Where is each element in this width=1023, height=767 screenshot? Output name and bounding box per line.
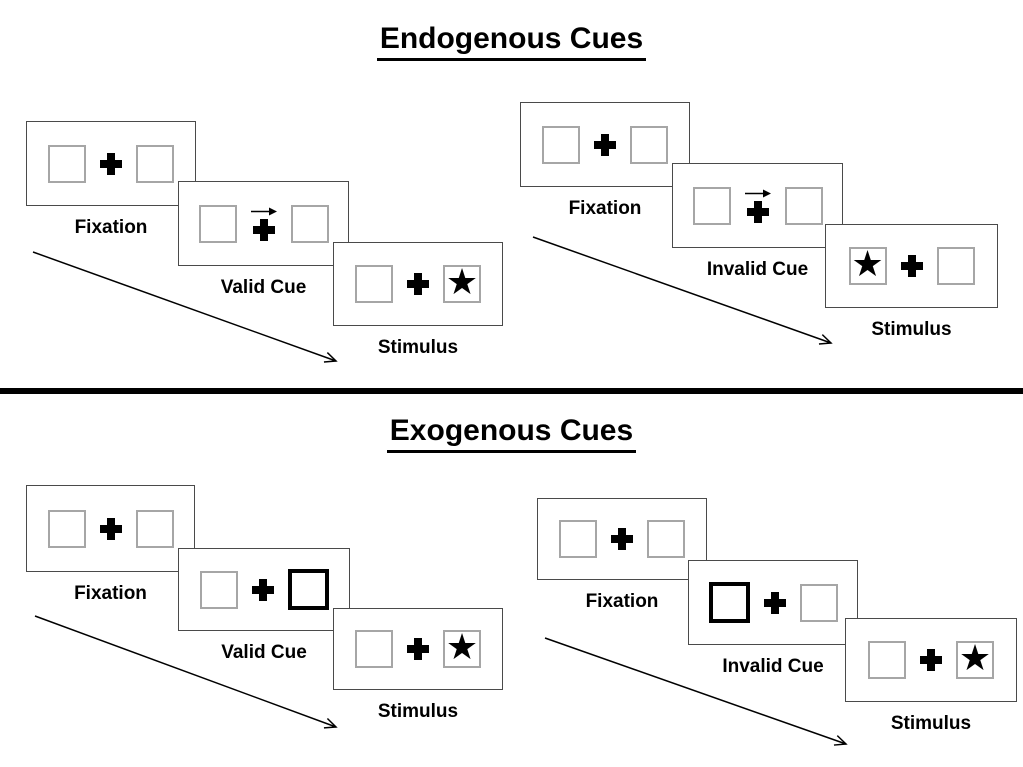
- left-box: [355, 265, 393, 303]
- fixation-plus-icon: [900, 255, 923, 277]
- fixation-plus-icon: [99, 517, 122, 540]
- fixation-plus-icon: [251, 578, 274, 601]
- left-box: [868, 641, 906, 679]
- star-icon: ★: [445, 265, 479, 303]
- right-box: [799, 583, 838, 622]
- left-box-highlighted-cue: [708, 582, 750, 623]
- star-icon: ★: [958, 641, 992, 679]
- left-box: ★: [848, 247, 887, 285]
- stimulus-frame: ★: [825, 224, 998, 308]
- step-label: Fixation: [74, 583, 147, 604]
- endogenous-cue: [250, 207, 277, 241]
- fixation-frame: [26, 121, 196, 206]
- section-divider: [0, 388, 1023, 394]
- right-box: [630, 125, 668, 164]
- step-label: Valid Cue: [220, 277, 307, 298]
- right-box: ★: [956, 641, 994, 679]
- fixation-step: Fixation: [537, 498, 707, 612]
- right-arrow-cue-icon: [744, 189, 771, 197]
- timeline-arrow: [32, 251, 338, 363]
- step-label: Fixation: [74, 217, 148, 238]
- fixation-frame: [537, 498, 707, 580]
- stimulus-frame: ★: [333, 608, 503, 690]
- step-label: Invalid Cue: [706, 259, 809, 280]
- right-box: [135, 509, 174, 548]
- timeline-arrow: [544, 637, 848, 746]
- stimulus-frame: ★: [845, 618, 1017, 702]
- star-icon: ★: [445, 630, 479, 668]
- left-box: [199, 570, 238, 609]
- fixation-plus-icon: [407, 638, 429, 660]
- fixation-frame: [26, 485, 195, 572]
- stimulus-step: ★ Stimulus: [825, 224, 998, 340]
- right-arrow-cue-icon: [250, 207, 277, 215]
- stimulus-frame: ★: [333, 242, 503, 326]
- fixation-step: Fixation: [520, 102, 690, 219]
- section-header-exogenous: Exogenous Cues: [0, 414, 1023, 453]
- stimulus-step: ★ Stimulus: [333, 608, 503, 722]
- step-label: Stimulus: [871, 319, 952, 340]
- right-box: [290, 204, 329, 243]
- left-box: [355, 630, 393, 668]
- right-box: [936, 247, 975, 285]
- section-title-exogenous: Exogenous Cues: [386, 414, 637, 453]
- fixation-plus-icon: [594, 133, 616, 156]
- left-box: [198, 204, 237, 243]
- step-label: Fixation: [568, 198, 642, 219]
- invalid-cue-frame: [672, 163, 843, 248]
- stimulus-step: ★ Stimulus: [333, 242, 503, 358]
- fixation-plus-icon: [611, 528, 633, 550]
- invalid-cue-frame: [688, 560, 858, 645]
- right-box: [647, 520, 685, 558]
- right-box: [136, 144, 174, 183]
- stimulus-step: ★ Stimulus: [845, 618, 1017, 734]
- fixation-frame: [520, 102, 690, 187]
- invalid-cue-step: Invalid Cue: [672, 163, 843, 280]
- fixation-plus-icon: [763, 591, 786, 614]
- step-label: Invalid Cue: [722, 656, 824, 677]
- section-header-endogenous: Endogenous Cues: [0, 22, 1023, 61]
- invalid-cue-step: Invalid Cue: [688, 560, 858, 677]
- right-box: ★: [443, 265, 481, 303]
- fixation-plus-icon: [252, 218, 275, 241]
- star-icon: ★: [851, 247, 884, 285]
- right-box: ★: [443, 630, 481, 668]
- timeline-arrow: [532, 236, 833, 345]
- fixation-plus-icon: [920, 649, 942, 671]
- valid-cue-frame: [178, 181, 349, 266]
- left-box: [559, 520, 597, 558]
- section-title-endogenous: Endogenous Cues: [376, 22, 647, 61]
- step-label: Stimulus: [377, 337, 459, 358]
- fixation-plus-icon: [407, 273, 429, 295]
- valid-cue-step: Valid Cue: [178, 548, 350, 663]
- right-box: [784, 186, 823, 225]
- step-label: Valid Cue: [221, 642, 307, 663]
- step-label: Stimulus: [377, 701, 459, 722]
- step-label: Fixation: [585, 591, 659, 612]
- left-box: [48, 144, 86, 183]
- left-box: [47, 509, 86, 548]
- left-box: [542, 125, 580, 164]
- fixation-plus-icon: [100, 152, 122, 175]
- step-label: Stimulus: [890, 713, 972, 734]
- fixation-plus-icon: [746, 200, 769, 223]
- fixation-step: Fixation: [26, 121, 196, 238]
- timeline-arrow: [34, 615, 338, 729]
- valid-cue-frame: [178, 548, 350, 631]
- valid-cue-step: Valid Cue: [178, 181, 349, 298]
- left-box: [692, 186, 731, 225]
- fixation-step: Fixation: [26, 485, 195, 604]
- endogenous-cue: [744, 189, 771, 223]
- right-box-highlighted-cue: [287, 569, 329, 610]
